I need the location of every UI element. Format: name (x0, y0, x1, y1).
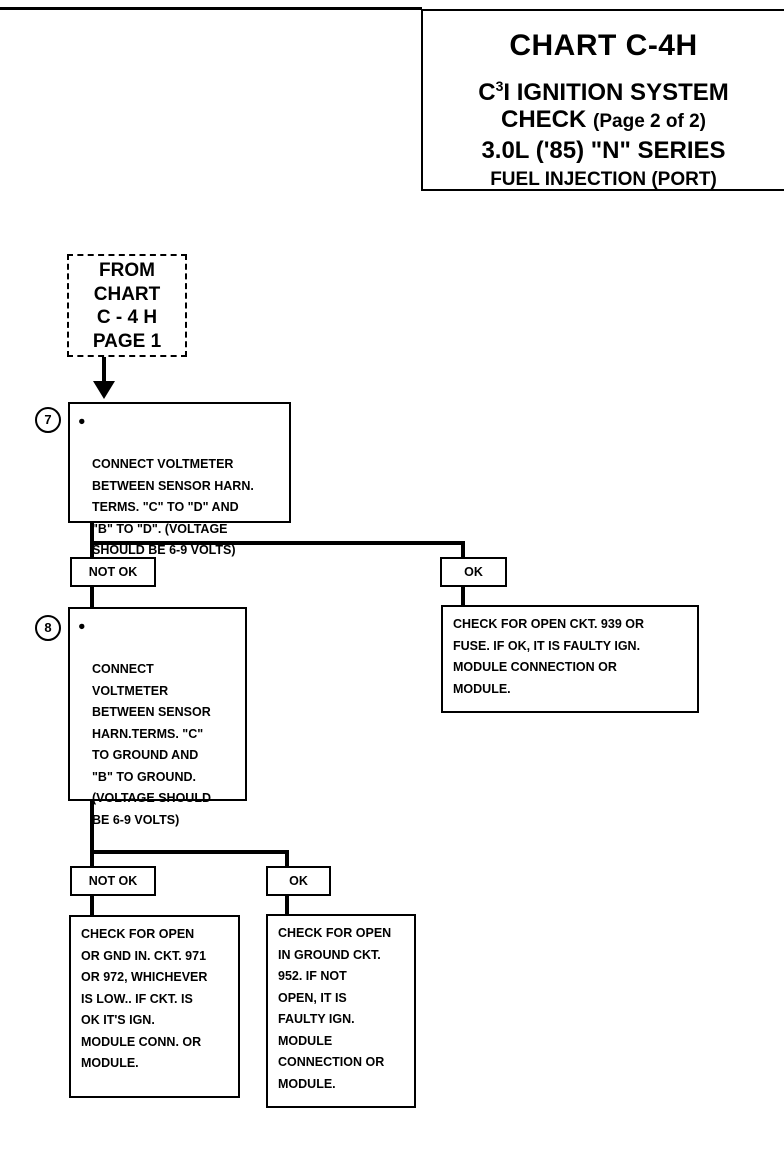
c-letter: C (478, 79, 496, 106)
chart-title-line-2: C3I IGNITION SYSTEM (423, 78, 784, 107)
check-text: CHECK (501, 106, 594, 133)
from-chart-box: FROM CHART C - 4 H PAGE 1 (67, 254, 187, 357)
step-8-ok-result-box: CHECK FOR OPEN IN GROUND CKT. 952. IF NO… (266, 914, 416, 1108)
connector-line (461, 587, 465, 606)
connector-line (90, 523, 94, 557)
connector-line (102, 357, 106, 383)
step-7-ok-result-box: CHECK FOR OPEN CKT. 939 OR FUSE. IF OK, … (441, 605, 699, 713)
ok-label: OK (440, 557, 507, 587)
from-line: PAGE 1 (92, 330, 162, 352)
arrow-down (93, 381, 115, 399)
step-7-text: CONNECT VOLTMETER BETWEEN SENSOR HARN. T… (92, 457, 254, 557)
step-7-box: ● CONNECT VOLTMETER BETWEEN SENSOR HARN.… (68, 402, 291, 557)
from-line: FROM (99, 260, 155, 281)
from-line: C - 4 H (96, 307, 158, 328)
connector-line (285, 896, 289, 915)
connector-line (90, 587, 94, 608)
ok-label: OK (266, 866, 331, 896)
chart-number: CHART C-4H (509, 29, 698, 62)
chart-title-line-3: CHECK (Page 2 of 2) (423, 106, 784, 134)
bullet: ● (78, 619, 86, 633)
step-8-box: ● CONNECT VOLTMETER BETWEEN SENSOR HARN.… (68, 607, 247, 827)
chart-title-block: CHART C-4H C3I IGNITION SYSTEM CHECK (Pa… (421, 9, 784, 191)
step-number-badge: 8 (35, 615, 61, 641)
step-number-badge: 7 (35, 407, 61, 433)
step-8-not-ok-result-box: CHECK FOR OPEN OR GND IN. CKT. 971 OR 97… (69, 915, 240, 1098)
fuel-injection-type: FUEL INJECTION (PORT) (490, 169, 717, 190)
not-ok-label: NOT OK (70, 557, 156, 587)
from-line: CHART (93, 283, 161, 305)
top-rule (0, 7, 422, 10)
connector-line (90, 801, 94, 866)
step-8-text: CONNECT VOLTMETER BETWEEN SENSOR HARN.TE… (92, 662, 211, 827)
superscript-3: 3 (495, 78, 504, 94)
bullet: ● (78, 414, 86, 428)
connector-line (285, 850, 289, 866)
connector-line (90, 541, 465, 545)
connector-line (90, 896, 94, 916)
engine-series: 3.0L ('85) "N" SERIES (481, 137, 726, 164)
ignition-system-text: I IGNITION SYSTEM (503, 79, 729, 106)
page-indicator: (Page 2 of 2) (593, 111, 706, 132)
connector-line (90, 850, 289, 854)
connector-line (461, 541, 465, 557)
not-ok-label: NOT OK (70, 866, 156, 896)
